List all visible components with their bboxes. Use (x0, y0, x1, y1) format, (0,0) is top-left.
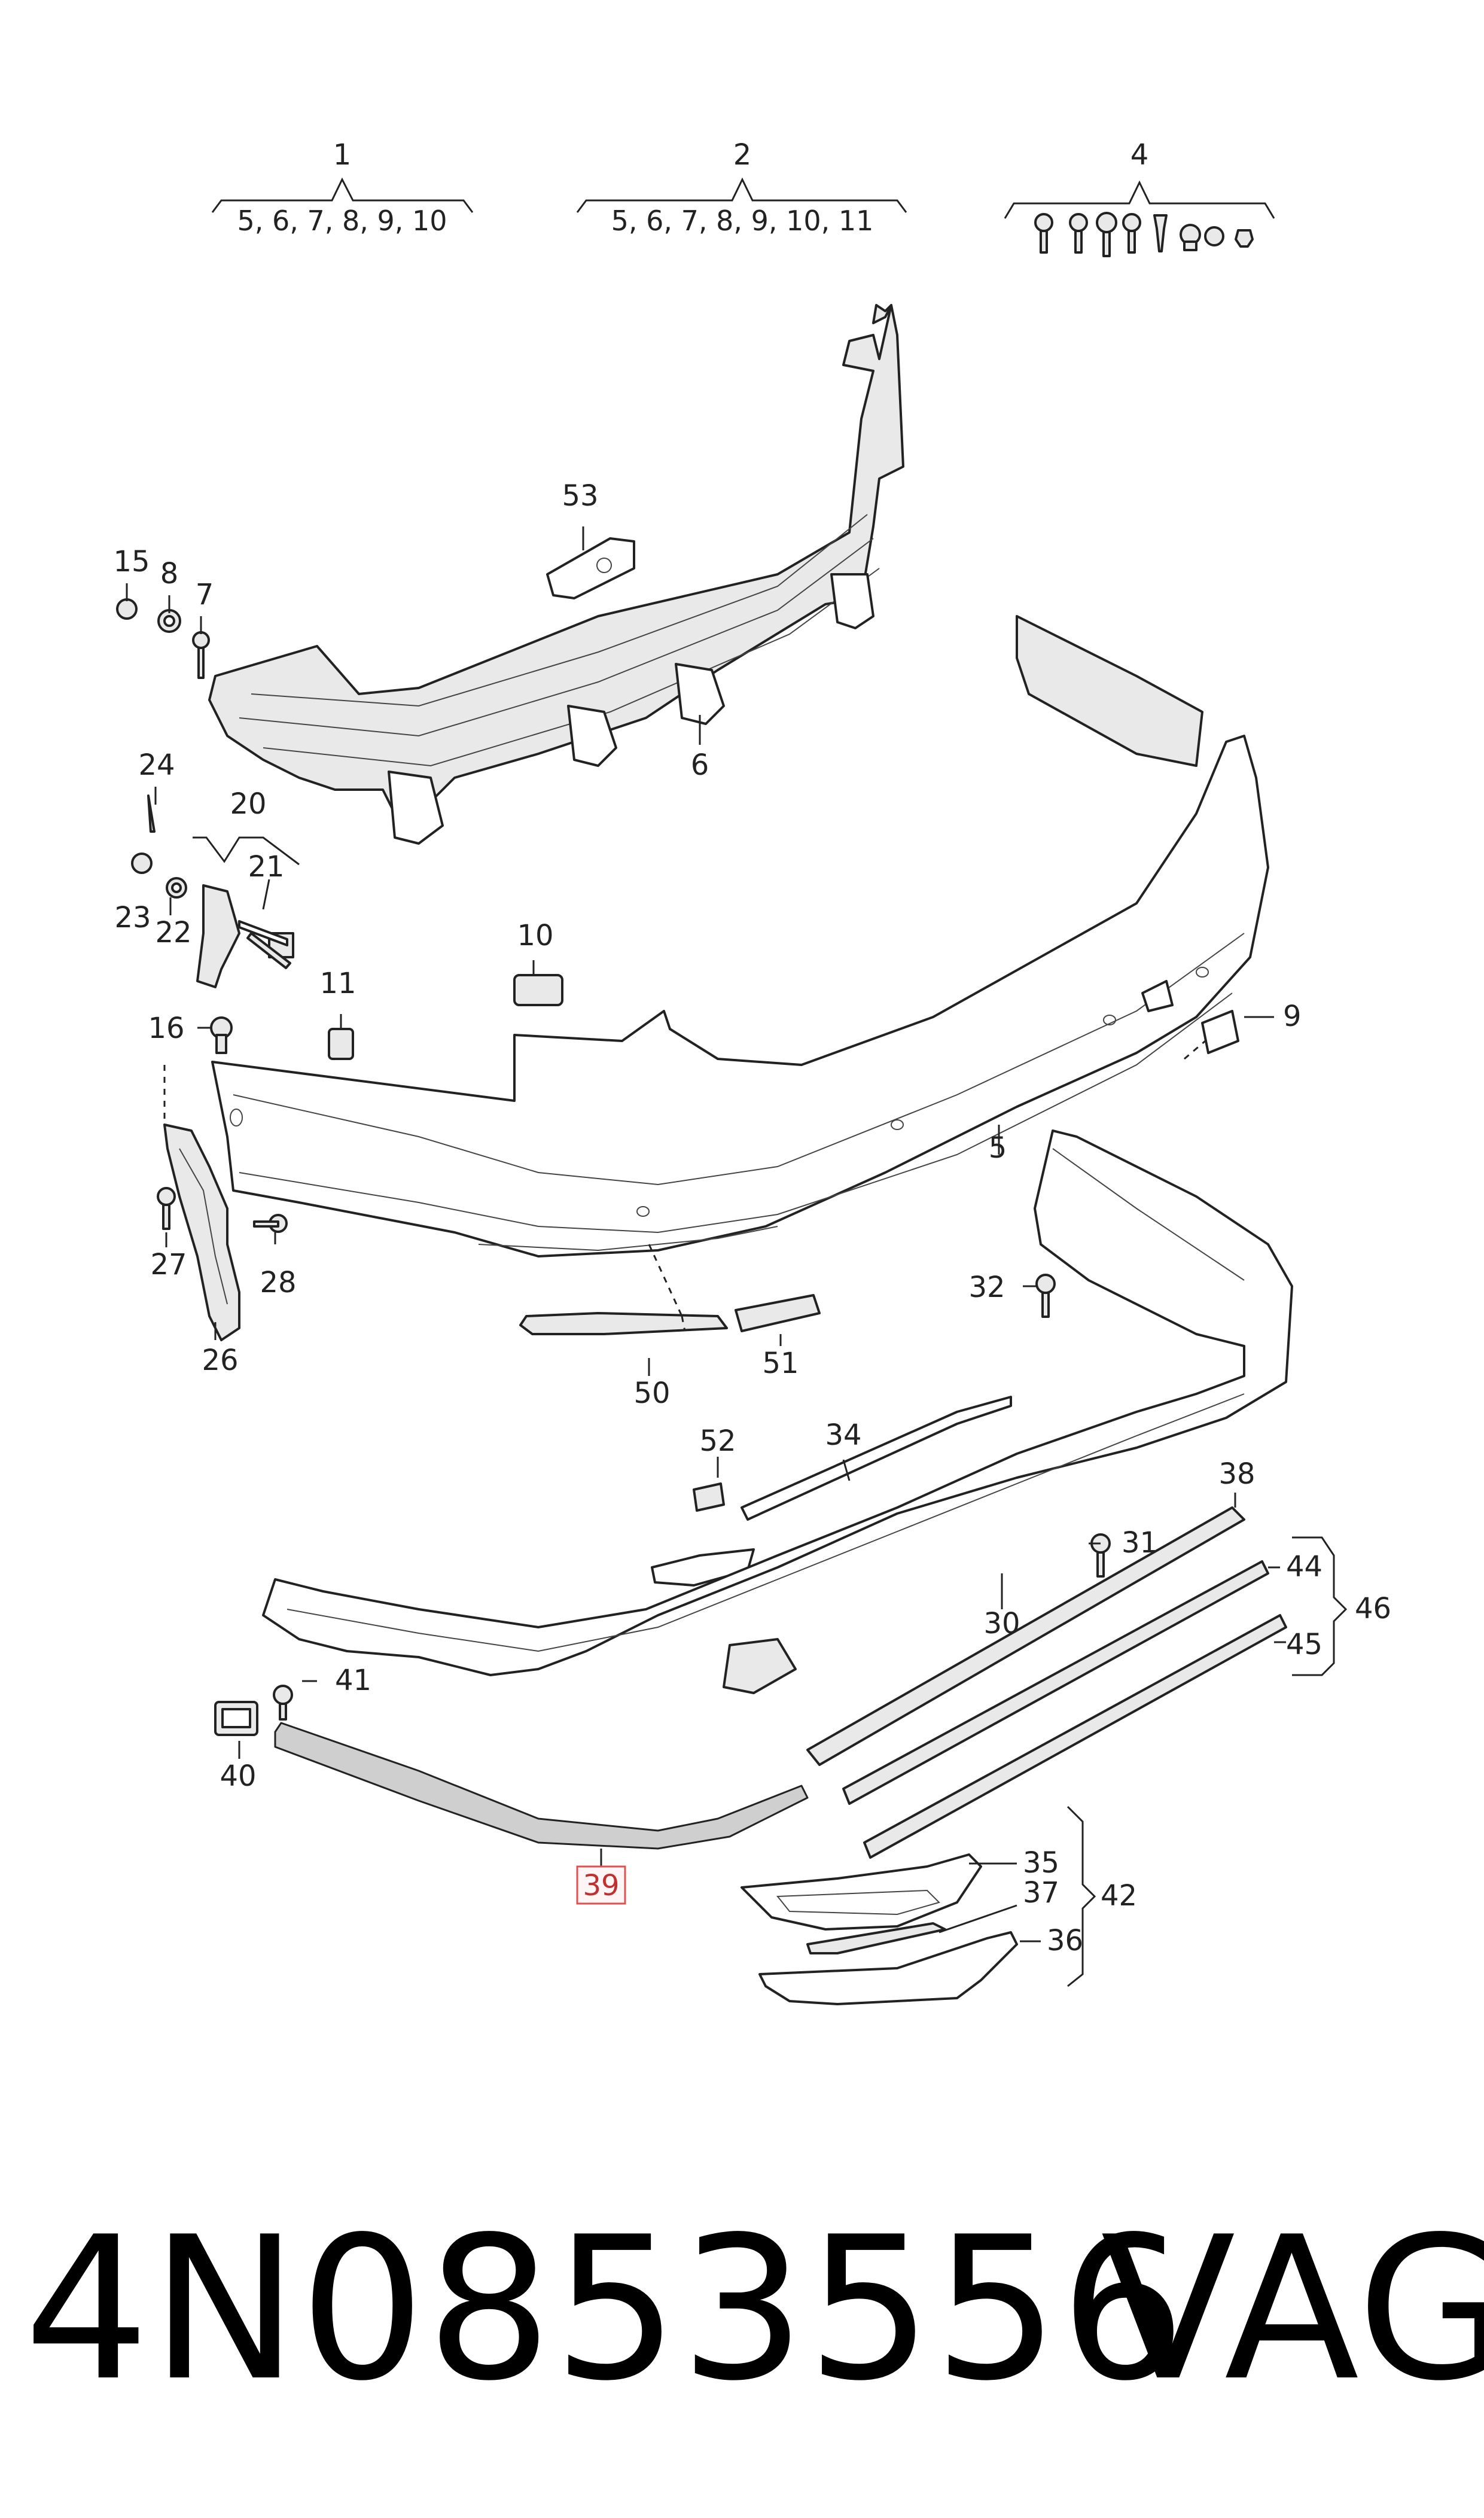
callout-40: 40 (220, 1759, 256, 1793)
part-52-bracket (651, 1482, 755, 1587)
callout-39: 39 (583, 1869, 619, 1902)
part-35-tailpipe-trim (741, 1853, 982, 1931)
part-45-strip (863, 1614, 1287, 1859)
callout-5: 5 (989, 1131, 1007, 1165)
group-2-items: 5, 6, 7, 8, 9, 10, 11 (611, 205, 874, 237)
callout-16: 16 (148, 1012, 184, 1045)
callout-labels: 15 8 7 53 6 24 20 21 23 22 10 11 9 16 5 … (113, 479, 1391, 1957)
part-36-trim (758, 1931, 1018, 2005)
part-number: 4N0853556 (24, 2194, 1187, 2424)
callout-38: 38 (1218, 1457, 1255, 1491)
callout-7: 7 (196, 578, 214, 611)
callout-22: 22 (155, 916, 191, 949)
callout-51: 51 (762, 1347, 799, 1380)
fastener-screws-right (214, 1274, 1111, 1736)
part-9-cap (1184, 1010, 1239, 1060)
part-50-trim (519, 1312, 728, 1335)
fastener-screws-left (116, 598, 563, 1233)
callout-8: 8 (160, 557, 179, 590)
group-1-header: 1 5, 6, 7, 8, 9, 10 (211, 138, 474, 237)
callout-20: 20 (230, 787, 266, 821)
callout-53: 53 (562, 479, 598, 513)
leader-lines (126, 526, 1348, 1987)
group-1-items: 5, 6, 7, 8, 9, 10 (237, 205, 447, 237)
callout-52: 52 (699, 1424, 736, 1458)
callout-46: 46 (1355, 1592, 1391, 1625)
part-39-trim-highlighted (274, 1722, 809, 1850)
part-44-strip (842, 1560, 1269, 1805)
group-2-header: 2 5, 6, 7, 8, 9, 10, 11 (576, 138, 907, 237)
part-53-bracket (546, 537, 635, 599)
callout-32: 32 (968, 1271, 1005, 1304)
callout-44: 44 (1286, 1550, 1323, 1584)
part-20-21-bracket (196, 884, 294, 988)
brand-name: VAG (1101, 2194, 1484, 2424)
callout-37: 37 (1023, 1876, 1059, 1910)
part-38-strip (806, 1506, 1245, 1766)
bumper-cover (211, 615, 1269, 1258)
callout-39-highlighted[interactable]: 39 (576, 1865, 626, 1905)
callout-11: 11 (319, 967, 356, 1000)
callout-50: 50 (633, 1377, 670, 1410)
callout-27: 27 (150, 1248, 187, 1281)
lower-diffuser (262, 1129, 1293, 1694)
group-4-label: 4 (1130, 138, 1149, 172)
callout-15: 15 (113, 545, 150, 578)
callout-28: 28 (260, 1266, 296, 1299)
callout-26: 26 (202, 1344, 238, 1377)
callout-6: 6 (691, 748, 709, 782)
part-26-bracket (163, 1123, 240, 1341)
callout-36: 36 (1047, 1924, 1083, 1957)
callout-24: 24 (138, 748, 175, 782)
callout-23: 23 (114, 901, 151, 934)
callout-34: 34 (825, 1418, 861, 1452)
callout-41: 41 (335, 1664, 371, 1697)
callout-30: 30 (983, 1607, 1020, 1640)
bumper-carrier (208, 304, 904, 845)
group-4-header: 4 (1004, 138, 1275, 257)
callout-9: 9 (1283, 1000, 1302, 1033)
callout-31: 31 (1122, 1526, 1158, 1560)
part-37-trim (806, 1922, 946, 1954)
part-51-trim (735, 1294, 821, 1332)
callout-35: 35 (1023, 1846, 1059, 1880)
fastener-icons (1034, 212, 1254, 257)
group-1-label: 1 (333, 138, 352, 172)
group-2-label: 2 (733, 138, 752, 172)
part-34-strip (741, 1396, 1012, 1521)
callout-45: 45 (1286, 1628, 1323, 1661)
callout-21: 21 (248, 850, 284, 884)
callout-10: 10 (517, 919, 553, 952)
footer: 4N0853556 VAG (0, 2184, 1484, 2435)
callout-42: 42 (1101, 1879, 1137, 1913)
